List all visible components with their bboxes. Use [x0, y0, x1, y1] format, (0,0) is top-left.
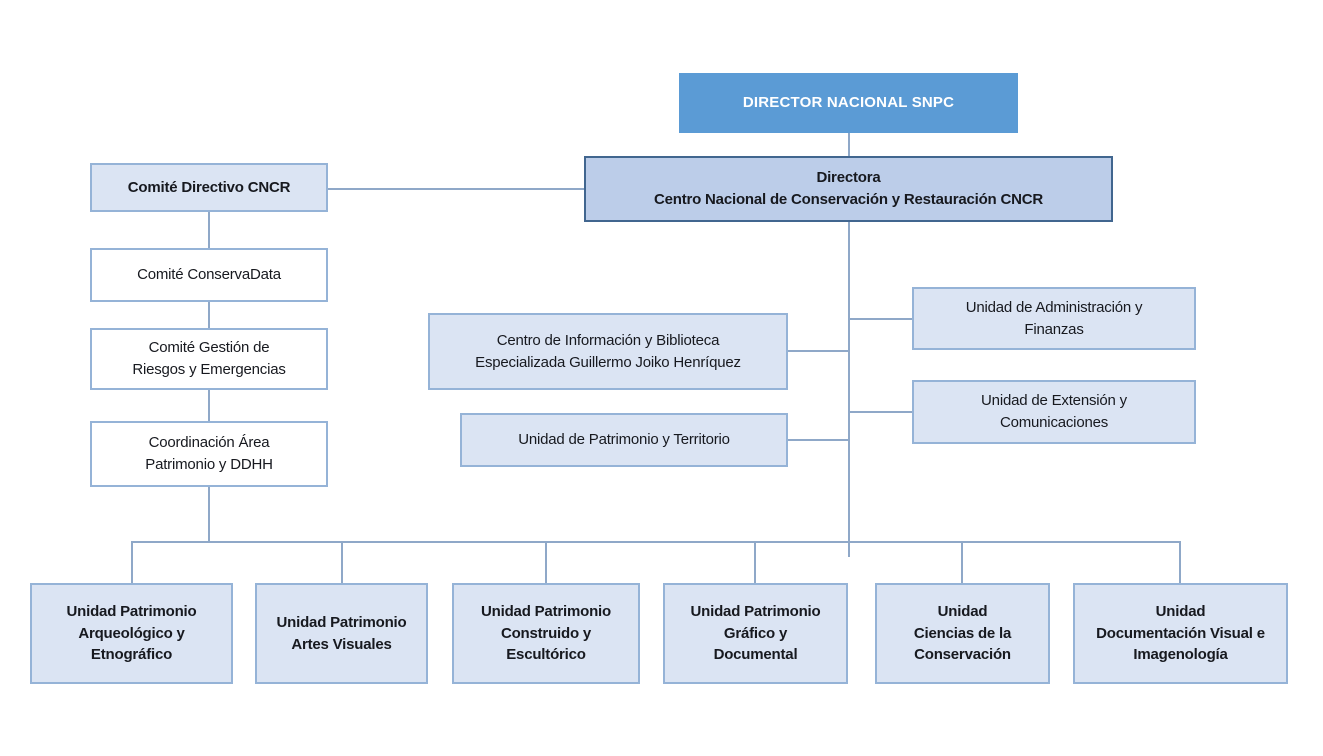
node-director-nacional-snpc: DIRECTOR NACIONAL SNPC	[679, 73, 1018, 133]
node-directora-cncr: Directora Centro Nacional de Conservació…	[584, 156, 1113, 222]
node-centro-informacion-biblioteca: Centro de Información y Biblioteca Espec…	[428, 313, 788, 390]
connector-extension	[850, 411, 912, 413]
connector-drop-ciencias	[961, 541, 963, 583]
connector-drop-arqueologico	[131, 541, 133, 583]
connector-directora-main-vertical	[848, 222, 850, 557]
connector-director-to-directora	[848, 133, 850, 156]
node-unidad-extension-comunicaciones: Unidad de Extensión y Comunicaciones	[912, 380, 1196, 444]
connector-bottom-horizontal	[131, 541, 1181, 543]
connector-comite-directivo-directora	[328, 188, 584, 190]
node-coordinacion-area-patrimonio-ddhh: Coordinación Área Patrimonio y DDHH	[90, 421, 328, 487]
connector-drop-artes	[341, 541, 343, 583]
node-unidad-patrimonio-arqueologico: Unidad Patrimonio Arqueológico y Etnográ…	[30, 583, 233, 684]
node-unidad-ciencias-conservacion: Unidad Ciencias de la Conservación	[875, 583, 1050, 684]
node-comite-directivo-cncr: Comité Directivo CNCR	[90, 163, 328, 212]
node-comite-gestion-riesgos: Comité Gestión de Riesgos y Emergencias	[90, 328, 328, 390]
node-unidad-patrimonio-territorio: Unidad de Patrimonio y Territorio	[460, 413, 788, 467]
connector-drop-construido	[545, 541, 547, 583]
connector-left-spine-2	[208, 302, 210, 328]
connector-left-spine-1	[208, 212, 210, 248]
connector-territorio	[788, 439, 848, 441]
node-unidad-administracion-finanzas: Unidad de Administración y Finanzas	[912, 287, 1196, 350]
node-unidad-patrimonio-artes-visuales: Unidad Patrimonio Artes Visuales	[255, 583, 428, 684]
connector-left-spine-3	[208, 390, 210, 421]
connector-centro-informacion	[788, 350, 848, 352]
node-comite-conservadata: Comité ConservaData	[90, 248, 328, 302]
connector-left-spine-4	[208, 487, 210, 543]
node-unidad-documentacion-visual: Unidad Documentación Visual e Imagenolog…	[1073, 583, 1288, 684]
connector-drop-documentacion	[1179, 541, 1181, 583]
connector-drop-grafico	[754, 541, 756, 583]
node-unidad-patrimonio-construido: Unidad Patrimonio Construido y Escultóri…	[452, 583, 640, 684]
connector-administracion	[850, 318, 912, 320]
node-unidad-patrimonio-grafico: Unidad Patrimonio Gráfico y Documental	[663, 583, 848, 684]
